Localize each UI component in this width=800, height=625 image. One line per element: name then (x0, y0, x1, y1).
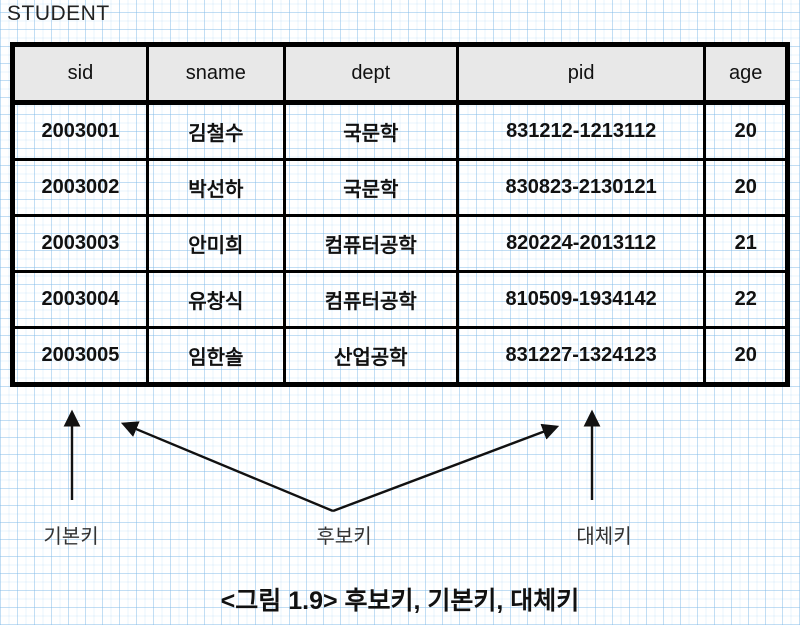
cell-dept: 국문학 (282, 101, 459, 161)
cell-pid: 830823-2130121 (455, 158, 707, 217)
cell-sname: 임한솔 (145, 326, 286, 386)
cell-pid: 820224-2013112 (455, 214, 707, 273)
cell-sid: 2003005 (11, 326, 149, 386)
cell-sid: 2003004 (11, 270, 149, 329)
table-row: 2003004 유창식 컴퓨터공학 810509-1934142 22 (11, 270, 789, 329)
relation-name-label: STUDENT (7, 2, 110, 25)
cell-age: 20 (703, 326, 789, 386)
cell-age: 20 (703, 158, 789, 217)
cell-sname: 김철수 (145, 101, 286, 161)
primary-key-label: 기본키 (43, 526, 99, 548)
column-header-age: age (703, 43, 789, 105)
column-header-sid: sid (11, 43, 149, 105)
cell-dept: 컴퓨터공학 (282, 270, 459, 329)
figure-caption: <그림 1.9> 후보키, 기본키, 대체키 (220, 587, 580, 615)
header-row: sid sname dept pid age (11, 43, 789, 105)
cell-age: 22 (703, 270, 789, 329)
column-header-pid: pid (455, 43, 707, 105)
cell-dept: 산업공학 (282, 326, 459, 386)
cell-pid: 831227-1324123 (455, 326, 707, 386)
cell-pid: 810509-1934142 (455, 270, 707, 329)
cell-age: 21 (703, 214, 789, 273)
cell-sid: 2003002 (11, 158, 149, 217)
cell-sname: 유창식 (145, 270, 286, 329)
column-header-dept: dept (282, 43, 459, 105)
cell-age: 20 (703, 101, 789, 161)
cell-sname: 안미희 (145, 214, 286, 273)
candidate-key-arrow-right (332, 423, 560, 513)
table-row: 2003002 박선하 국문학 830823-2130121 20 (11, 158, 789, 217)
column-header-sname: sname (145, 43, 286, 105)
cell-dept: 컴퓨터공학 (282, 214, 459, 273)
table-row: 2003003 안미희 컴퓨터공학 820224-2013112 21 (11, 214, 789, 273)
cell-dept: 국문학 (282, 158, 459, 217)
candidate-key-arrow-left (120, 421, 334, 513)
table-row: 2003001 김철수 국문학 831212-1213112 20 (11, 101, 789, 161)
table-row: 2003005 임한솔 산업공학 831227-1324123 20 (11, 326, 789, 386)
student-table: sid sname dept pid age 2003001 김철수 국문학 8… (10, 42, 790, 387)
cell-sid: 2003003 (11, 214, 149, 273)
cell-sid: 2003001 (11, 101, 149, 161)
cell-sname: 박선하 (145, 158, 286, 217)
cell-pid: 831212-1213112 (455, 101, 707, 161)
alternate-key-label: 대체키 (576, 526, 632, 548)
candidate-key-label: 후보키 (316, 526, 372, 548)
